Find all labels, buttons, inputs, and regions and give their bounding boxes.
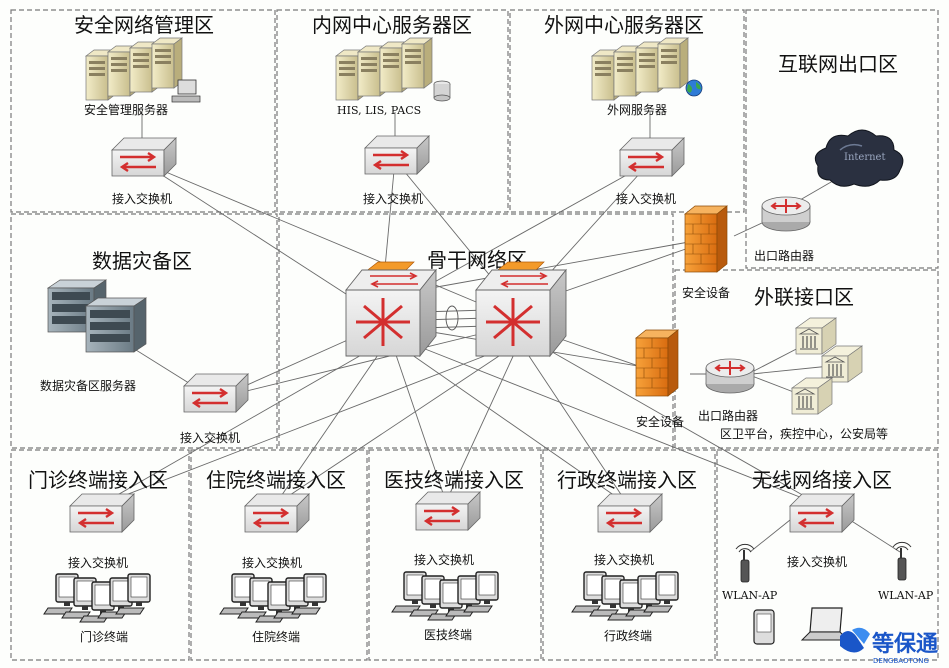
zone-disaster-backup <box>10 213 278 449</box>
switch-label-outpatient: 接入交换机 <box>68 555 128 570</box>
zone-title-external-interface: 外联接口区 <box>754 285 854 309</box>
switch-admin <box>596 492 664 534</box>
zone-title-outpatient: 门诊终端接入区 <box>28 468 168 492</box>
switch-outpatient <box>68 492 136 534</box>
firewall-internet <box>684 205 728 273</box>
switch-inpatient <box>243 492 311 534</box>
switch-label-extranet: 接入交换机 <box>616 191 676 206</box>
zone-security-mgmt <box>10 9 276 213</box>
security-server-group <box>85 37 201 103</box>
globe-icon <box>685 79 703 97</box>
extranet-server-group <box>591 37 703 101</box>
terminal-label-medtech: 医技终端 <box>424 627 472 642</box>
router-external <box>705 358 755 394</box>
zone-backbone <box>278 213 674 449</box>
switch-medtech <box>414 490 482 532</box>
terminal-label-admin: 行政终端 <box>604 628 652 643</box>
zone-title-extranet-center: 外网中心服务器区 <box>544 13 704 37</box>
zone-admin <box>542 449 716 661</box>
firewall-label-external: 安全设备 <box>636 414 684 429</box>
backup-server-label: 数据灾备区服务器 <box>40 378 136 393</box>
switch-intranet <box>363 134 431 176</box>
intranet-server-label: HIS, LIS, PACS <box>337 104 421 117</box>
switch-security-mgmt <box>110 136 178 178</box>
admin-terminal-group <box>571 571 679 621</box>
core-switch-right <box>474 261 568 358</box>
firewall-external <box>635 329 679 397</box>
firewall-label-internet: 安全设备 <box>682 285 730 300</box>
zone-intranet-center <box>276 9 509 213</box>
switch-label-disaster-backup: 接入交换机 <box>180 430 240 445</box>
building-icon-3 <box>791 377 833 415</box>
zone-outpatient <box>10 449 190 661</box>
zone-extranet-center <box>509 9 745 213</box>
core-switch-left <box>344 261 438 358</box>
watermark-en: DENGBAOTONG <box>873 657 929 665</box>
workstation-icon <box>171 79 201 103</box>
backup-server-rack-group <box>46 279 148 353</box>
zone-title-disaster-backup: 数据灾备区 <box>92 249 192 273</box>
zone-wireless <box>716 449 939 661</box>
zone-title-wireless: 无线网络接入区 <box>752 468 892 492</box>
external-orgs-label: 区卫平台，疾控中心，公安局等 <box>720 426 888 441</box>
switch-disaster-backup <box>182 372 250 414</box>
inpatient-terminal-group <box>219 573 327 623</box>
zone-title-intranet-center: 内网中心服务器区 <box>312 13 472 37</box>
dengbaotong-logo <box>840 627 870 653</box>
medtech-terminal-group <box>391 571 499 621</box>
zone-inpatient <box>190 449 368 661</box>
switch-extranet <box>618 136 686 178</box>
switch-label-intranet: 接入交换机 <box>363 191 423 206</box>
wlan-ap-icon-right <box>892 541 912 581</box>
watermark-cn: 等保通 <box>872 631 938 657</box>
switch-label-security-mgmt: 接入交换机 <box>112 191 172 206</box>
building-icon-2 <box>821 345 863 383</box>
wlan-ap-label-right: WLAN-AP <box>878 589 934 602</box>
zone-title-medtech: 医技终端接入区 <box>384 468 524 492</box>
router-internet-exit <box>761 196 811 232</box>
switch-label-wireless: 接入交换机 <box>787 554 847 569</box>
wlan-ap-label-left: WLAN-AP <box>722 589 778 602</box>
switch-label-admin: 接入交换机 <box>594 552 654 567</box>
internet-cloud-label: Internet <box>844 152 885 163</box>
building-icon-1 <box>795 317 837 355</box>
database-icon <box>433 80 451 102</box>
outpatient-terminal-group <box>43 573 151 623</box>
switch-label-inpatient: 接入交换机 <box>242 555 302 570</box>
switch-wireless <box>788 492 856 534</box>
zone-title-admin: 行政终端接入区 <box>557 468 697 492</box>
zone-title-security-mgmt: 安全网络管理区 <box>74 13 214 37</box>
zone-title-internet-exit: 互联网出口区 <box>778 52 898 76</box>
terminal-label-outpatient: 门诊终端 <box>80 629 128 644</box>
laptop-icon <box>800 607 850 641</box>
internet-cloud-icon <box>814 129 904 187</box>
zone-internet-exit <box>745 9 939 269</box>
intranet-server-group <box>335 37 451 102</box>
zone-borders <box>10 9 939 661</box>
zone-medtech <box>368 449 542 661</box>
extranet-server-label: 外网服务器 <box>607 102 667 117</box>
zone-title-inpatient: 住院终端接入区 <box>206 468 346 492</box>
switch-label-medtech: 接入交换机 <box>414 552 474 567</box>
router-label-internet-exit: 出口路由器 <box>754 248 814 263</box>
terminal-label-inpatient: 住院终端 <box>252 629 300 644</box>
pda-icon <box>753 609 775 645</box>
router-label-external: 出口路由器 <box>698 408 758 423</box>
wlan-ap-icon-left <box>735 543 755 583</box>
security-server-label: 安全管理服务器 <box>84 102 168 117</box>
